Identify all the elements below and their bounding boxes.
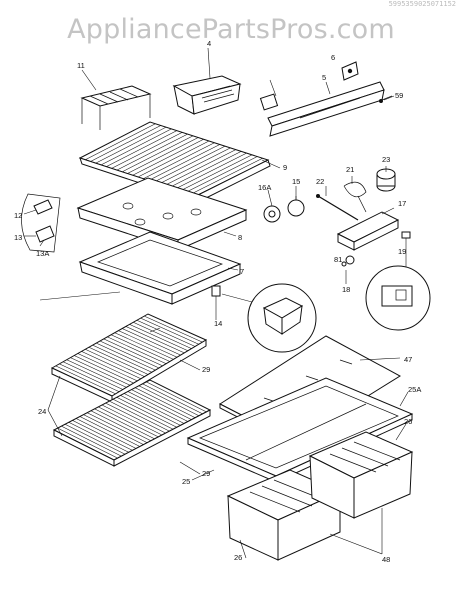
wire-shelf-upper-part <box>50 313 208 403</box>
part-label: 16A <box>258 183 271 192</box>
crisper-pan-left-part <box>226 469 342 561</box>
part-label: 18 <box>342 285 350 294</box>
part-label: 6 <box>331 53 335 62</box>
lamp-parts <box>263 196 305 223</box>
part-label: 11 <box>77 61 85 70</box>
part-label: 59 <box>395 91 403 100</box>
clip-parts <box>21 193 61 253</box>
part-label: 21 <box>346 165 354 174</box>
part-label: 4 <box>207 39 211 48</box>
leader-lines <box>47 47 409 559</box>
knob-part <box>376 168 396 192</box>
part-labels: 11 4 6 5 59 9 12 13 13A 16A 15 22 21 23 … <box>14 39 421 564</box>
part-label: 29 <box>202 469 210 478</box>
part-label: 26 <box>234 553 242 562</box>
part-label: 15 <box>292 177 300 186</box>
part-label: 26 <box>404 417 412 426</box>
part-label: 47 <box>404 355 412 364</box>
bracket-part <box>341 61 359 81</box>
part-label: 22 <box>316 177 324 186</box>
part-label: 23 <box>382 155 390 164</box>
part-label: 25A <box>408 385 421 394</box>
wire-rack-part <box>80 85 152 130</box>
part-label: 13 <box>14 233 22 242</box>
dairy-bin-part <box>172 75 242 115</box>
part-label: 24 <box>38 407 46 416</box>
part-label: 12 <box>14 211 22 220</box>
housing-part <box>336 207 400 251</box>
screw-part <box>379 95 393 103</box>
wire-shelf-lower-part <box>52 379 212 467</box>
part-label: 8 <box>238 233 242 242</box>
part-label: 48 <box>382 555 390 564</box>
part-label: 19 <box>398 247 406 256</box>
harness-part <box>343 181 367 213</box>
part-label: 81 <box>334 255 342 264</box>
switch-part <box>365 231 431 331</box>
part-label: 5 <box>322 73 326 82</box>
socket-part <box>211 283 317 353</box>
small-knob-parts <box>341 255 355 284</box>
part-label: 7 <box>240 267 244 276</box>
top-code: 5995359025071152 <box>388 0 456 8</box>
part-label: 29 <box>202 365 210 374</box>
part-label: 13A <box>36 249 49 258</box>
part-label: 17 <box>398 199 406 208</box>
crisper-pan-right-part <box>308 431 414 519</box>
part-label: 14 <box>214 319 222 328</box>
watermark-text: AppliancePartsPros.com <box>67 14 395 45</box>
part-label: 9 <box>283 163 287 172</box>
part-label: 25 <box>182 477 190 486</box>
rod-part <box>316 194 359 221</box>
crisper-frame-part <box>78 231 242 305</box>
channel-part <box>259 81 385 137</box>
